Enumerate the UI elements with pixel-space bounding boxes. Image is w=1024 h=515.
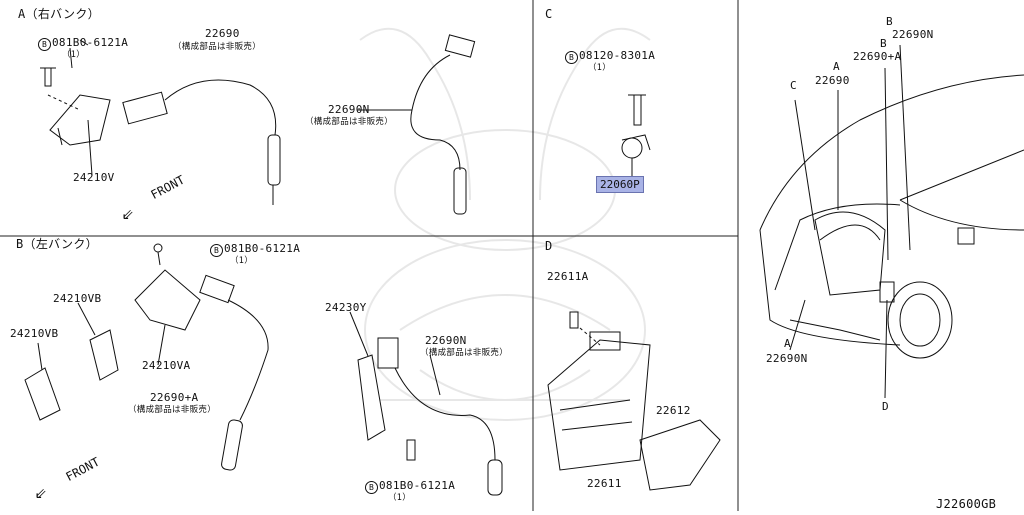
bolt-b2-qty: （1） xyxy=(388,493,412,503)
bolt-c-code: 08120-8301A xyxy=(579,49,656,62)
front-arrow-icon-a: ⇙ xyxy=(122,200,135,224)
watermark-emblem xyxy=(359,27,651,421)
car-label-d: D xyxy=(882,400,889,413)
part-24210vb-2: 24210VB xyxy=(10,327,59,340)
not-sold-note-2: （構成部品は非販売） xyxy=(305,117,394,127)
section-c-drawing xyxy=(621,94,651,178)
circle-b-icon: B xyxy=(565,51,578,64)
bolt-b-code: 081B0-6121A xyxy=(224,242,301,255)
car-label-22690: 22690 xyxy=(815,74,850,87)
section-b-title: B（左バンク） xyxy=(16,237,98,251)
bolt-b2-code: 081B0-6121A xyxy=(379,479,456,492)
circle-b-icon: B xyxy=(365,481,378,494)
car-label-a-bottom: A xyxy=(784,337,791,350)
part-24210v: 24210V xyxy=(73,171,115,184)
bolt-a-qty: （1） xyxy=(62,50,86,60)
section-d-drawing xyxy=(547,311,721,491)
part-22690n-a: 22690N xyxy=(328,103,370,116)
bolt-a-code: 081B0-6121A xyxy=(52,36,129,49)
part-24210va: 24210VA xyxy=(142,359,191,372)
not-sold-note-3: （構成部品は非販売） xyxy=(128,405,217,415)
section-d-title: D xyxy=(545,239,553,253)
part-22690-a: 22690+A xyxy=(150,391,199,404)
part-22612: 22612 xyxy=(656,404,691,417)
car-label-22690a: 22690+A xyxy=(853,50,902,63)
car-label-22690n-top: 22690N xyxy=(892,28,934,41)
diagram-code: J22600GB xyxy=(936,497,997,511)
car-label-c: C xyxy=(790,79,797,92)
part-22611a: 22611A xyxy=(547,270,589,283)
car-label-b-top: B xyxy=(886,15,893,28)
car-label-a-top: A xyxy=(833,60,840,73)
car-label-b2: B xyxy=(880,37,887,50)
part-24210vb-1: 24210VB xyxy=(53,292,102,305)
part-22611: 22611 xyxy=(587,477,622,490)
not-sold-note-1: （構成部品は非販売） xyxy=(173,42,262,52)
part-22060p-highlight[interactable]: 22060P xyxy=(596,176,644,193)
not-sold-note-4: （構成部品は非販売） xyxy=(420,348,509,358)
bolt-c-qty: （1） xyxy=(588,63,612,73)
section-c-title: C xyxy=(545,7,553,21)
bolt-b-qty: （1） xyxy=(230,256,254,266)
section-a-drawing xyxy=(40,34,476,215)
part-24230y: 24230Y xyxy=(325,301,367,314)
section-b2-drawing xyxy=(349,311,503,496)
section-b-drawing xyxy=(24,243,269,471)
part-22690: 22690 xyxy=(205,27,240,40)
circle-b-icon: B xyxy=(38,38,51,51)
part-22690n-b: 22690N xyxy=(425,334,467,347)
car-label-22690n-bottom: 22690N xyxy=(766,352,808,365)
circle-b-icon: B xyxy=(210,244,223,257)
panel-dividers xyxy=(0,0,739,511)
vehicle-drawing xyxy=(759,44,1024,399)
section-a-title: A（右バンク） xyxy=(18,7,100,21)
front-arrow-icon-b: ⇙ xyxy=(35,479,48,503)
